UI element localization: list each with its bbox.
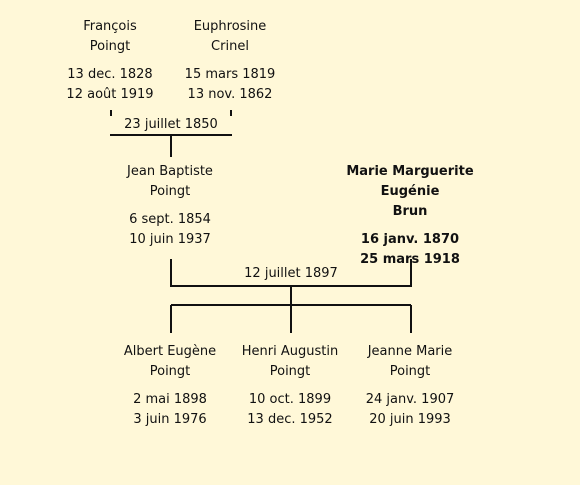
person-first-name: Euphrosine [193,19,267,34]
person-first-name: Marie Marguerite Eugénie [346,164,474,199]
person-death-date: 10 juin 1937 [129,232,211,247]
person-last-name: Brun [392,204,428,219]
person-jeanne-marie-poingt: Jeanne Marie Poingt 24 janv. 1907 20 jui… [335,342,485,430]
person-marie-marguerite-eugenie-brun: Marie Marguerite Eugénie Brun 16 janv. 1… [320,162,500,270]
person-last-name: Poingt [389,364,431,379]
person-henri-augustin-poingt: Henri Augustin Poingt 10 oct. 1899 13 de… [215,342,365,430]
person-last-name: Poingt [149,364,191,379]
person-birth-date: 2 mai 1898 [133,392,207,407]
person-first-name: François [83,19,137,34]
person-birth-date: 13 dec. 1828 [67,67,153,82]
person-birth-date: 15 mars 1819 [184,67,276,82]
person-albert-eugene-poingt: Albert Eugène Poingt 2 mai 1898 3 juin 1… [95,342,245,430]
person-birth-date: 24 janv. 1907 [365,392,455,407]
person-first-name: Albert Eugène [123,344,217,359]
marriage-date-grandparents: 23 juillet 1850 [101,116,241,134]
person-last-name: Poingt [149,184,191,199]
person-birth-date: 16 janv. 1870 [360,232,460,247]
person-first-name: Henri Augustin [241,344,339,359]
person-death-date: 13 dec. 1952 [247,412,333,427]
person-last-name: Poingt [269,364,311,379]
person-death-date: 12 août 1919 [66,87,154,102]
person-death-date: 3 juin 1976 [133,412,207,427]
person-death-date: 20 juin 1993 [369,412,451,427]
person-last-name: Poingt [89,39,131,54]
person-birth-date: 6 sept. 1854 [129,212,211,227]
marriage-date-parents: 12 juillet 1897 [244,266,338,281]
person-first-name: Jean Baptiste [127,164,213,179]
person-last-name: Crinel [211,39,249,54]
person-death-date: 13 nov. 1862 [187,87,273,102]
person-death-date: 25 mars 1918 [360,252,460,267]
person-first-name: Jeanne Marie [367,344,453,359]
person-birth-date: 10 oct. 1899 [248,392,332,407]
person-euphrosine-crinel: Euphrosine Crinel 15 mars 1819 13 nov. 1… [155,17,305,105]
person-francois-poingt: François Poingt 13 dec. 1828 12 août 191… [35,17,185,105]
person-jean-baptiste-poingt: Jean Baptiste Poingt 6 sept. 1854 10 jui… [95,162,245,250]
